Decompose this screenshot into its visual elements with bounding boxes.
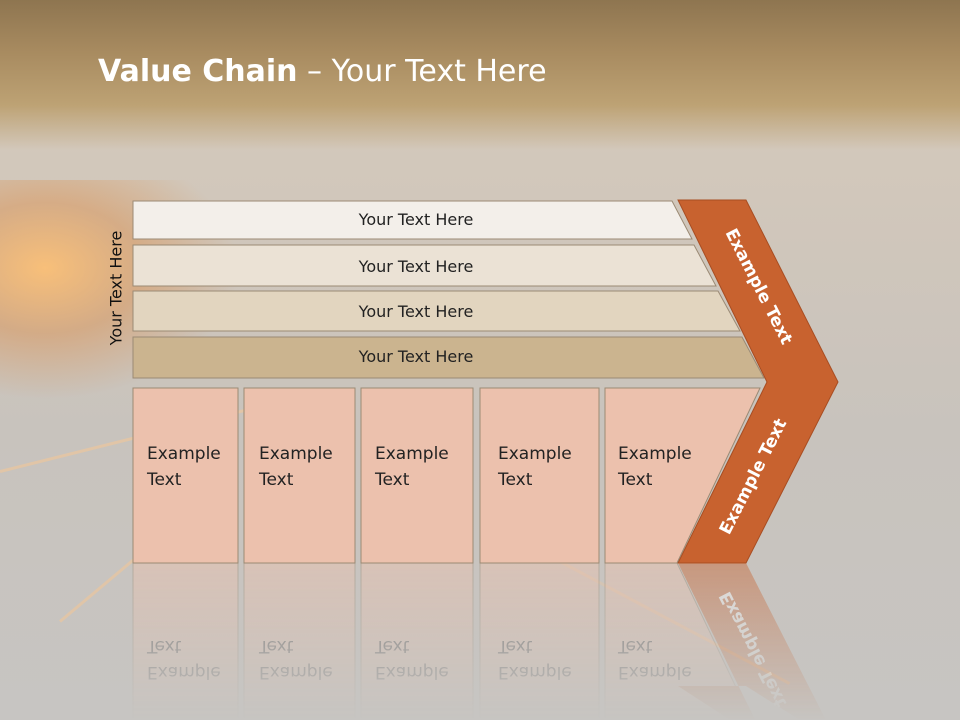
reflection-chevron: [678, 563, 826, 720]
activity-box-4: [479, 387, 600, 564]
title-bold: Value Chain: [98, 54, 298, 89]
reflection-text: Example: [618, 662, 692, 682]
reflection-text: Example: [259, 662, 333, 682]
reflection-text: Text: [258, 636, 294, 656]
title-rest: – Your Text Here: [297, 54, 547, 89]
box-3-line2: Text: [374, 470, 410, 490]
activity-boxes: [132, 387, 761, 564]
row-label-4: Your Text Here: [358, 347, 474, 366]
activity-box-1: [132, 387, 239, 564]
reflection-text: Example: [498, 662, 572, 682]
row-label-2: Your Text Here: [358, 257, 474, 276]
reflection-text: Example: [147, 662, 221, 682]
reflection-text: Text: [146, 636, 182, 656]
reflection-box-2: [243, 562, 356, 720]
reflection-text: Text: [617, 636, 653, 656]
reflection-box-1: [132, 562, 239, 720]
reflection-text: Example: [375, 662, 449, 682]
box-2-line2: Text: [258, 470, 294, 490]
row-bar-1: [132, 200, 693, 240]
box-3-line1: Example: [375, 444, 449, 464]
row-bar-2: [132, 244, 717, 287]
box-4-line1: Example: [498, 444, 572, 464]
reflection-text: Text: [497, 636, 533, 656]
reflection-box-4: [479, 562, 600, 720]
row-bars: [132, 200, 765, 379]
activity-box-labels: Example Text Example Text Example Text E…: [146, 444, 692, 490]
box-2-line1: Example: [259, 444, 333, 464]
row-bar-4: [132, 336, 765, 379]
box-4-line2: Text: [497, 470, 533, 490]
slide-title: Value Chain – Your Text Here: [98, 54, 547, 89]
box-1-line2: Text: [146, 470, 182, 490]
reflection-text: Text: [374, 636, 410, 656]
reflection: Example Text Example Text Example Text E…: [132, 562, 826, 720]
reflection-box-3: [360, 562, 474, 720]
box-5-line2: Text: [617, 470, 653, 490]
row-label-3: Your Text Here: [358, 302, 474, 321]
reflection-box-5: [604, 562, 753, 720]
row-bar-3: [132, 290, 741, 332]
box-1-line1: Example: [147, 444, 221, 464]
title-bar: [0, 0, 960, 150]
box-5-line1: Example: [618, 444, 692, 464]
activity-box-3: [360, 387, 474, 564]
row-labels: Your Text Here Your Text Here Your Text …: [358, 210, 474, 366]
row-label-1: Your Text Here: [358, 210, 474, 229]
